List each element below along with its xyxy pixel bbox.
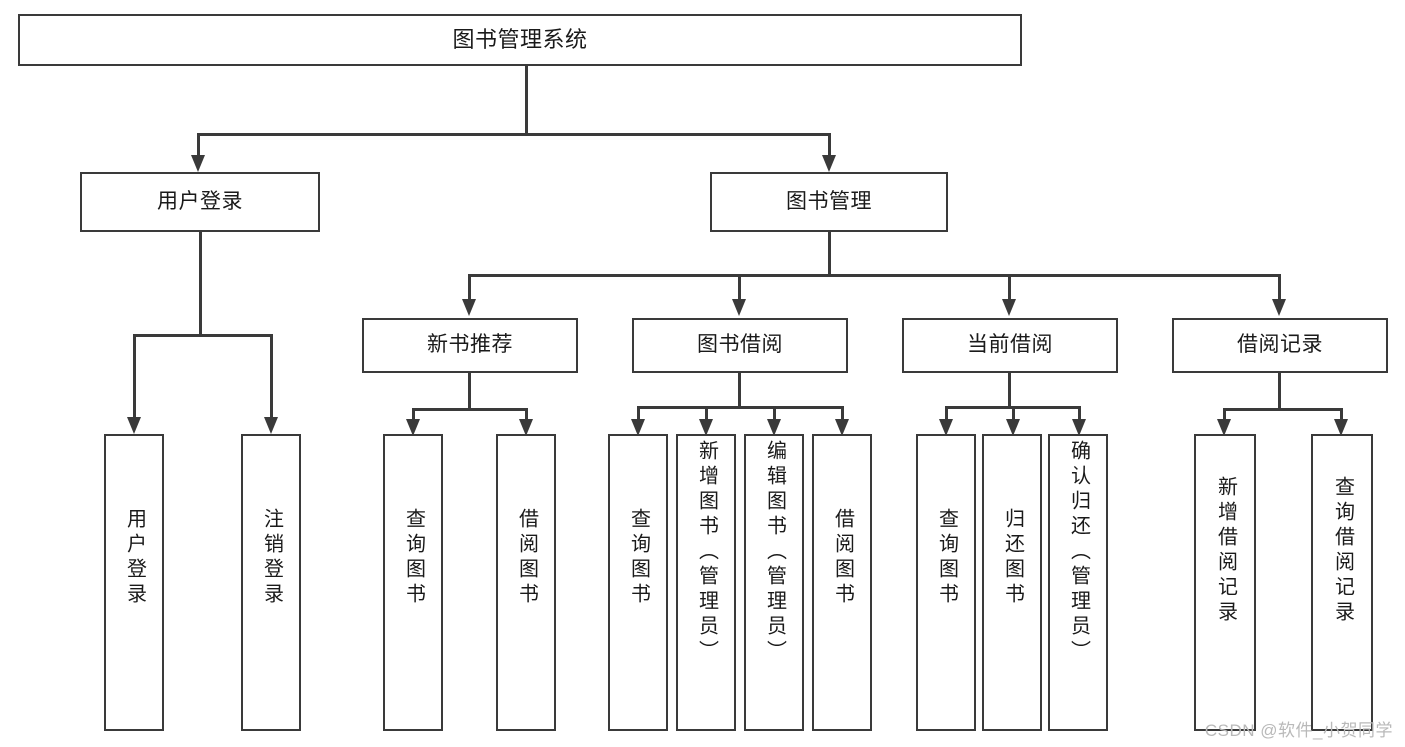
arrowhead-current-borrow-to-leaf-1 xyxy=(939,419,953,436)
node-label: 用户登录 xyxy=(123,508,146,608)
leaf-borrow-book[interactable]: 借阅图书 xyxy=(812,434,872,731)
leaf-query-book-borrow[interactable]: 查询图书 xyxy=(608,434,668,731)
node-label: 注销登录 xyxy=(260,508,283,608)
connector-book-manage-to-current-borrow xyxy=(1008,274,1011,300)
connector-book-manage-to-borrow-record xyxy=(1278,274,1281,300)
connector-root-bar xyxy=(197,133,828,136)
arrowhead-book-borrow-to-leaf-2 xyxy=(699,419,713,436)
arrowhead-book-manage-to-borrow-record xyxy=(1272,299,1286,316)
node-user-login[interactable]: 用户登录 xyxy=(80,172,320,232)
node-label: 查询借阅记录 xyxy=(1331,476,1354,626)
arrowhead-book-borrow-to-leaf-1 xyxy=(631,419,645,436)
leaf-return-book[interactable]: 归还图书 xyxy=(982,434,1042,731)
connector-user-login-to-leaf-1 xyxy=(133,334,136,418)
arrowhead-user-login-to-leaf-1 xyxy=(127,417,141,434)
node-label: 查询图书 xyxy=(935,508,958,608)
node-label: 归还图书 xyxy=(1001,508,1024,608)
leaf-add-book[interactable]: 新增图书（管理员） xyxy=(676,434,736,731)
node-label: 图书管理 xyxy=(786,189,872,213)
connector-user-login-to-leaf-2 xyxy=(270,334,273,418)
node-label: 确认归还（管理员） xyxy=(1067,440,1090,665)
node-new-book-recommend[interactable]: 新书推荐 xyxy=(362,318,578,373)
connector-book-borrow-to-leaf-1 xyxy=(637,406,640,420)
node-label: 借阅图书 xyxy=(515,508,538,608)
node-label: 当前借阅 xyxy=(967,333,1053,357)
node-label: 图书管理系统 xyxy=(452,27,588,53)
arrowhead-new-book-to-leaf-2 xyxy=(519,419,533,436)
node-label: 用户登录 xyxy=(157,189,243,213)
connector-current-borrow-to-leaf-3 xyxy=(1078,406,1081,420)
node-book-borrow[interactable]: 图书借阅 xyxy=(632,318,848,373)
connector-new-book-bar xyxy=(412,408,527,411)
connector-borrow-record-bar xyxy=(1223,408,1342,411)
node-label: 新增图书（管理员） xyxy=(695,440,718,665)
leaf-query-book-recommend[interactable]: 查询图书 xyxy=(383,434,443,731)
arrowhead-root-to-user-login xyxy=(191,155,205,172)
connector-borrow-record-to-leaf-1 xyxy=(1223,408,1226,420)
connector-book-manage-bar xyxy=(468,274,1280,277)
connector-book-manage-to-book-borrow xyxy=(738,274,741,300)
connector-new-book-to-leaf-2 xyxy=(525,408,528,420)
connector-book-borrow-to-leaf-3 xyxy=(773,406,776,420)
connector-current-borrow-to-leaf-1 xyxy=(945,406,948,420)
connector-root-stem xyxy=(525,66,528,133)
node-root-book-management-system[interactable]: 图书管理系统 xyxy=(18,14,1022,66)
node-label: 图书借阅 xyxy=(697,333,783,357)
connector-borrow-record-stem xyxy=(1278,373,1281,408)
arrowhead-book-borrow-to-leaf-4 xyxy=(835,419,849,436)
arrowhead-book-manage-to-new-book xyxy=(462,299,476,316)
connector-book-borrow-stem xyxy=(738,373,741,406)
arrowhead-borrow-record-to-leaf-1 xyxy=(1217,419,1231,436)
arrowhead-book-borrow-to-leaf-3 xyxy=(767,419,781,436)
connector-root-to-user-login xyxy=(197,133,200,156)
leaf-query-borrow-record[interactable]: 查询借阅记录 xyxy=(1311,434,1373,731)
connector-book-manage-to-new-book xyxy=(468,274,471,300)
arrowhead-root-to-book-manage xyxy=(822,155,836,172)
leaf-user-logout[interactable]: 注销登录 xyxy=(241,434,301,731)
leaf-add-borrow-record[interactable]: 新增借阅记录 xyxy=(1194,434,1256,731)
node-book-management[interactable]: 图书管理 xyxy=(710,172,948,232)
leaf-confirm-return[interactable]: 确认归还（管理员） xyxy=(1048,434,1108,731)
arrowhead-current-borrow-to-leaf-2 xyxy=(1006,419,1020,436)
arrowhead-book-manage-to-book-borrow xyxy=(732,299,746,316)
leaf-edit-book[interactable]: 编辑图书（管理员） xyxy=(744,434,804,731)
arrowhead-borrow-record-to-leaf-2 xyxy=(1334,419,1348,436)
arrowhead-new-book-to-leaf-1 xyxy=(406,419,420,436)
connector-current-borrow-to-leaf-2 xyxy=(1012,406,1015,420)
connector-root-to-book-manage xyxy=(828,133,831,156)
connector-borrow-record-to-leaf-2 xyxy=(1340,408,1343,420)
connector-book-borrow-to-leaf-4 xyxy=(841,406,844,420)
connector-user-login-stem xyxy=(199,232,202,334)
node-label: 查询图书 xyxy=(627,508,650,608)
leaf-user-login[interactable]: 用户登录 xyxy=(104,434,164,731)
node-label: 查询图书 xyxy=(402,508,425,608)
node-label: 新增借阅记录 xyxy=(1214,476,1237,626)
connector-new-book-to-leaf-1 xyxy=(412,408,415,420)
node-borrow-record[interactable]: 借阅记录 xyxy=(1172,318,1388,373)
arrowhead-user-login-to-leaf-2 xyxy=(264,417,278,434)
connector-new-book-stem xyxy=(468,373,471,408)
leaf-query-book-current[interactable]: 查询图书 xyxy=(916,434,976,731)
node-label: 编辑图书（管理员） xyxy=(763,440,786,665)
connector-book-borrow-bar xyxy=(637,406,843,409)
arrowhead-current-borrow-to-leaf-3 xyxy=(1072,419,1086,436)
connector-book-manage-stem xyxy=(828,232,831,274)
connector-user-login-bar xyxy=(133,334,272,337)
node-label: 借阅记录 xyxy=(1237,333,1323,357)
node-label: 借阅图书 xyxy=(831,508,854,608)
connector-current-borrow-stem xyxy=(1008,373,1011,406)
arrowhead-book-manage-to-current-borrow xyxy=(1002,299,1016,316)
connector-book-borrow-to-leaf-2 xyxy=(705,406,708,420)
node-label: 新书推荐 xyxy=(427,333,513,357)
leaf-borrow-book-recommend[interactable]: 借阅图书 xyxy=(496,434,556,731)
node-current-borrow[interactable]: 当前借阅 xyxy=(902,318,1118,373)
